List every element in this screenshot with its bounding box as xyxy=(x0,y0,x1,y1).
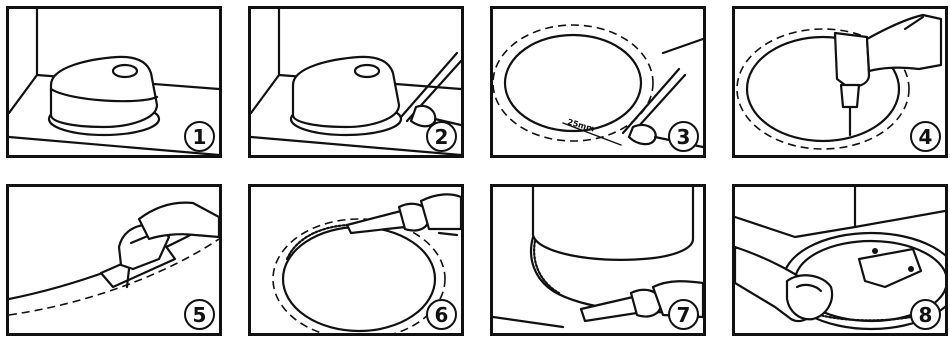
step-7-panel: 7 xyxy=(490,184,706,336)
step-number-badge: 2 xyxy=(426,121,457,152)
step-number-badge: 7 xyxy=(668,299,699,330)
step-5-panel: 5 xyxy=(6,184,222,336)
step-number-badge: 6 xyxy=(426,299,457,330)
step-number-badge: 3 xyxy=(668,121,699,152)
step-6-panel: 6 xyxy=(248,184,464,336)
step-number-badge: 5 xyxy=(184,299,215,330)
step-2-panel: 2 xyxy=(248,6,464,158)
step-number-badge: 1 xyxy=(184,121,215,152)
step-number-badge: 4 xyxy=(910,121,941,152)
step-8-panel: 8 xyxy=(732,184,948,336)
step-3-panel: 25mm 3 xyxy=(490,6,706,158)
step-4-panel: 4 xyxy=(732,6,948,158)
step-1-panel: 1 xyxy=(6,6,222,158)
step-number-badge: 8 xyxy=(910,299,941,330)
